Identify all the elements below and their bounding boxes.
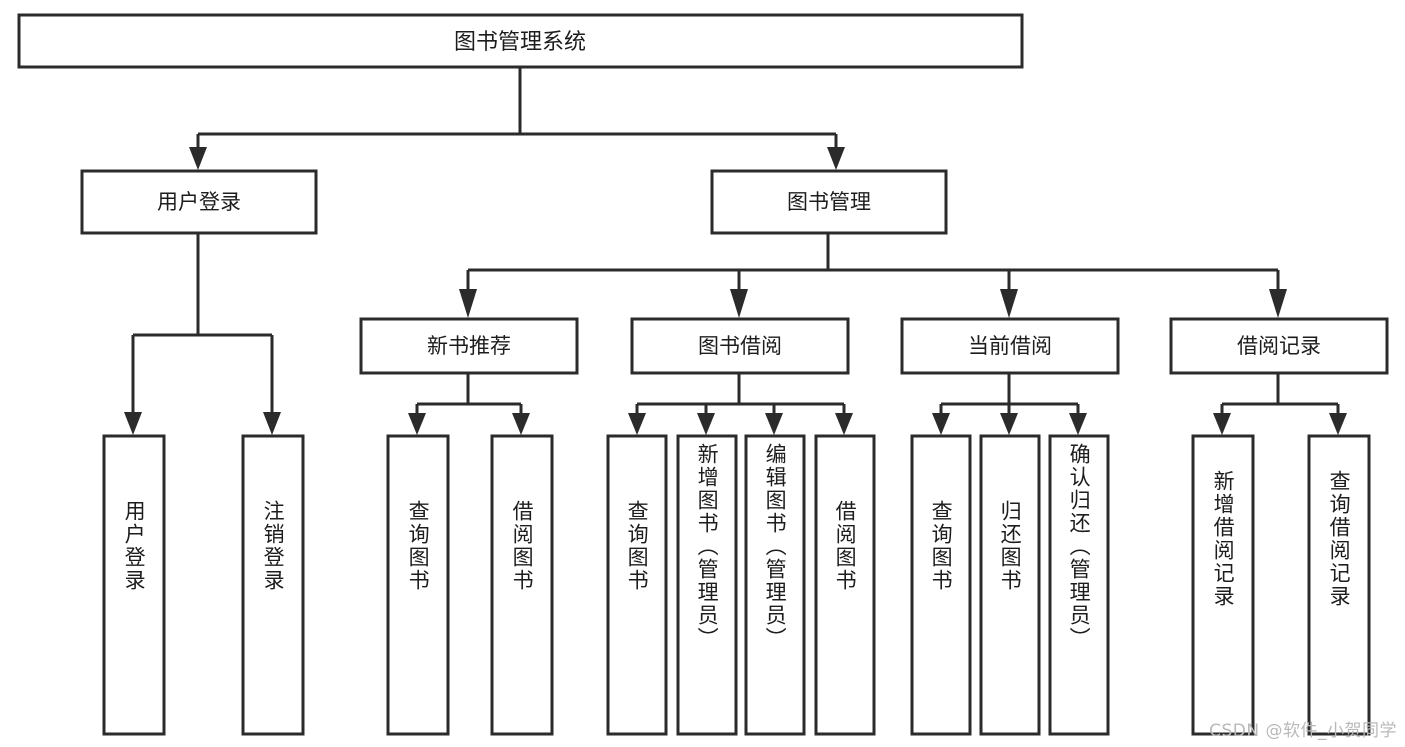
node-current-borrow-box[interactable] [900, 317, 1120, 375]
node-new-book-recommend[interactable]: 新书推荐 [359, 317, 579, 375]
leaf-add-record-box[interactable] [1191, 434, 1255, 736]
arrow-current-borrow [1000, 289, 1018, 318]
leaf-query-book-1-box[interactable] [386, 434, 450, 736]
node-current-borrow-label: 当前借阅 [968, 334, 1052, 358]
node-book-borrow[interactable]: 图书借阅 [630, 317, 850, 375]
node-book-borrow-box[interactable] [630, 317, 850, 375]
leaf-query-book-3-box[interactable] [910, 434, 972, 736]
arrow-borrow-record [1269, 289, 1287, 318]
leaf-logout-box[interactable] [241, 434, 305, 736]
node-borrow-record-box[interactable] [1169, 317, 1389, 375]
node-root-box[interactable] [17, 13, 1024, 69]
arrow-leaf-query-book-3 [932, 413, 950, 435]
node-new-book-recommend-label: 新书推荐 [427, 334, 511, 358]
node-user-login-box[interactable] [80, 169, 318, 235]
arrow-leaf-return-book [1000, 413, 1018, 435]
arrow-book-manage [827, 147, 845, 170]
node-new-book-recommend-box[interactable] [359, 317, 579, 375]
arrow-leaf-edit-book [765, 413, 783, 435]
arrow-leaf-user-login [124, 412, 142, 435]
arrow-leaf-logout [263, 412, 281, 435]
leaf-confirm-return-box[interactable] [1048, 434, 1110, 736]
leaf-user-login-box[interactable] [102, 434, 166, 736]
arrow-user-login [189, 147, 207, 170]
node-user-login[interactable]: 用户登录 [80, 169, 318, 235]
leaf-borrow-book-1-box[interactable] [490, 434, 554, 736]
arrow-book-borrow [730, 289, 748, 318]
csdn-watermark: CSDN @软件_小贺同学 [1209, 721, 1397, 741]
node-borrow-record-label: 借阅记录 [1237, 334, 1321, 358]
leaf-query-record-box[interactable] [1307, 434, 1371, 736]
node-book-manage[interactable]: 图书管理 [710, 169, 948, 235]
node-root[interactable]: 图书管理系统 [17, 13, 1024, 69]
node-current-borrow[interactable]: 当前借阅 [900, 317, 1120, 375]
node-book-borrow-label: 图书借阅 [698, 334, 782, 358]
node-book-manage-box[interactable] [710, 169, 948, 235]
arrow-leaf-add-record [1213, 413, 1231, 435]
arrow-leaf-borrow-book-2 [835, 413, 853, 435]
node-borrow-record[interactable]: 借阅记录 [1169, 317, 1389, 375]
arrow-new-book-recommend [459, 289, 477, 318]
leaf-return-book-box[interactable] [979, 434, 1041, 736]
node-root-label: 图书管理系统 [454, 30, 586, 55]
arrow-leaf-add-book [697, 413, 715, 435]
connector-group [124, 67, 1347, 435]
arrow-leaf-query-book-1 [408, 413, 426, 435]
leaf-box-group [102, 434, 1371, 736]
leaf-query-book-2-box[interactable] [606, 434, 668, 736]
leaf-add-book-box[interactable] [676, 434, 738, 736]
leaf-edit-book-box[interactable] [744, 434, 806, 736]
arrow-leaf-confirm-return [1069, 413, 1087, 435]
arrow-leaf-query-book-2 [628, 413, 646, 435]
arrow-leaf-query-record [1329, 413, 1347, 435]
node-user-login-label: 用户登录 [157, 190, 241, 214]
leaf-borrow-book-2-box[interactable] [814, 434, 876, 736]
arrow-leaf-borrow-book-1 [512, 413, 530, 435]
node-book-manage-label: 图书管理 [787, 190, 871, 214]
